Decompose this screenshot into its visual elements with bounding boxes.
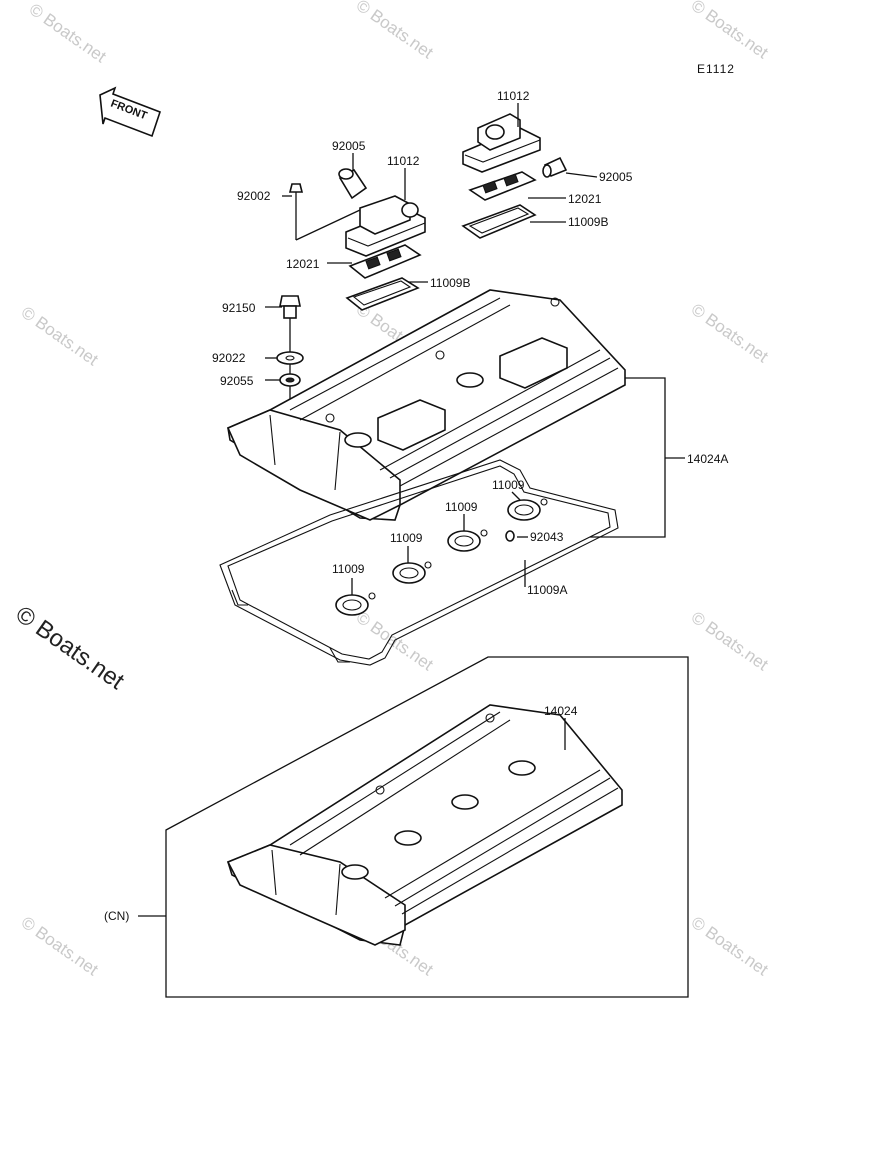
reed-valve-right: [461, 113, 568, 239]
label-11009B-right: 11009B: [568, 215, 608, 229]
label-CN: (CN): [104, 909, 129, 923]
cylinder-head-cover-upper: [226, 289, 626, 521]
label-14024: 14024: [544, 704, 578, 718]
label-11009A: 11009A: [527, 583, 567, 597]
label-92005-left: 92005: [332, 139, 366, 153]
watermark: © Boats.net: [688, 300, 772, 367]
label-11009-c: 11009: [445, 500, 478, 514]
watermark-prominent: © Boats.net: [11, 601, 130, 695]
label-92022: 92022: [212, 351, 246, 365]
watermark: © Boats.net: [688, 913, 772, 980]
watermark: © Boats.net: [26, 0, 110, 67]
label-11012-top: 11012: [497, 89, 530, 103]
bolt-stack: [276, 295, 304, 410]
bracket-14024A: [590, 377, 666, 538]
watermark: © Boats.net: [353, 0, 437, 63]
cylinder-head-cover-complete: [226, 704, 623, 946]
watermark: © Boats.net: [18, 303, 102, 370]
label-11009-d: 11009: [492, 478, 525, 492]
label-14024A: 14024A: [687, 452, 728, 466]
watermark: © Boats.net: [688, 608, 772, 675]
head-cover-gasket: [219, 459, 619, 666]
part-labels: 11012 92005 11012 92002 92005 12021 1100…: [104, 89, 728, 923]
label-12021-right: 12021: [568, 192, 602, 206]
leader-lines: [138, 103, 685, 917]
lower-box: [165, 656, 689, 998]
label-92043: 92043: [530, 530, 564, 544]
watermark: © Boats.net: [688, 0, 772, 63]
label-92150: 92150: [222, 301, 256, 315]
o-rings: [335, 498, 548, 616]
label-92055: 92055: [220, 374, 254, 388]
label-11009-b: 11009: [390, 531, 423, 545]
label-11009-a: 11009: [332, 562, 365, 576]
diagram-code: E1112: [697, 62, 735, 76]
label-11009B-left: 11009B: [430, 276, 470, 290]
label-92005-right: 92005: [599, 170, 633, 184]
label-11012-mid: 11012: [387, 154, 420, 168]
watermark: © Boats.net: [18, 913, 102, 980]
reed-valve-left: [288, 168, 426, 311]
front-arrow-icon: FRONT: [99, 86, 162, 138]
label-12021-left: 12021: [286, 257, 320, 271]
label-92002: 92002: [237, 189, 271, 203]
